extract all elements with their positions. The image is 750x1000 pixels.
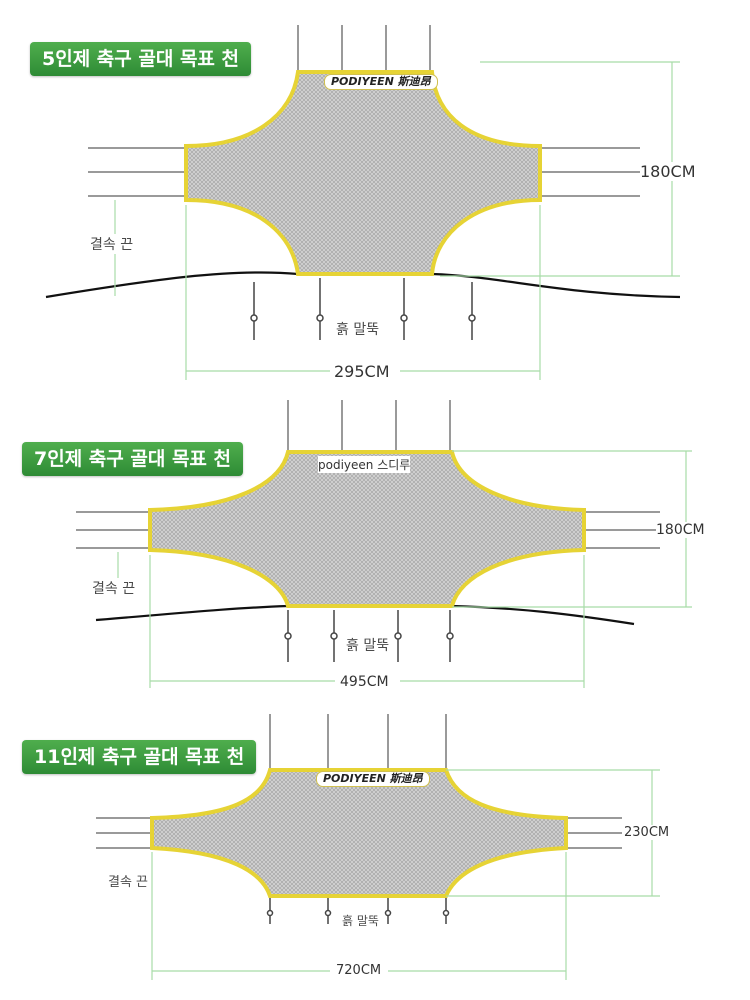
side-ropes xyxy=(88,147,640,197)
stake-label: 흙 말뚝 xyxy=(336,322,380,338)
top-ropes xyxy=(297,25,431,72)
dimension-lines xyxy=(149,450,692,688)
ground-stakes xyxy=(266,898,450,924)
stake-label: 흙 말뚝 xyxy=(342,914,379,928)
height-label: 180CM xyxy=(640,162,696,181)
ground-stakes xyxy=(284,610,454,662)
section-11-a-side xyxy=(96,714,660,980)
section-7-a-side xyxy=(76,400,692,688)
ground-line xyxy=(95,604,635,626)
net-fabric xyxy=(150,768,568,898)
brand-logo: PODIYEEN 斯迪昂 xyxy=(324,74,438,90)
ground-stakes xyxy=(250,278,476,340)
top-ropes xyxy=(269,714,447,770)
section-title-11-a-side: 11인제 축구 골대 목표 천 xyxy=(22,740,257,774)
rope-label: 결속 끈 xyxy=(92,581,136,597)
net-fabric xyxy=(148,450,586,608)
rope-label: 결속 끈 xyxy=(108,875,149,890)
height-label: 180CM xyxy=(656,522,705,538)
section-5-a-side xyxy=(45,25,681,380)
section-title-5-a-side: 5인제 축구 골대 목표 천 xyxy=(30,42,251,76)
rope-label: 결속 끈 xyxy=(90,234,134,254)
stake-label: 흙 말뚝 xyxy=(346,638,390,654)
top-ropes xyxy=(287,400,451,452)
height-label: 230CM xyxy=(624,825,670,840)
brand-logo: podiyeen 스디루 xyxy=(318,456,411,473)
section-title-7-a-side: 7인제 축구 골대 목표 천 xyxy=(22,442,243,476)
side-ropes xyxy=(76,511,660,549)
net-fabric xyxy=(184,70,542,276)
width-label: 495CM xyxy=(340,674,389,690)
width-label: 295CM xyxy=(334,362,390,381)
brand-logo: PODIYEEN 斯迪昂 xyxy=(316,771,430,787)
width-label: 720CM xyxy=(336,963,382,978)
side-ropes xyxy=(96,817,622,849)
